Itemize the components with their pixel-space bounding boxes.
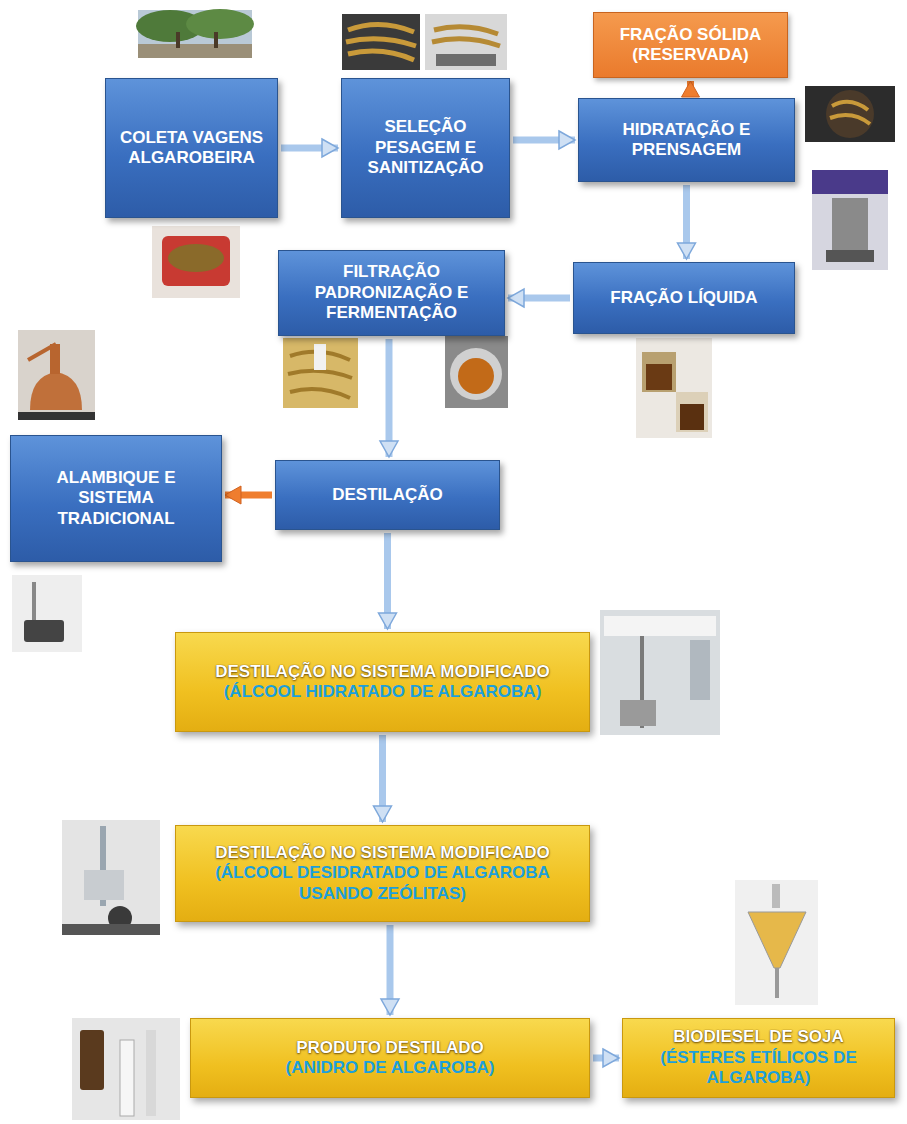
box-title: DESTILAÇÃO NO SISTEMA MODIFICADO — [215, 662, 550, 682]
box-title: COLETA VAGENS ALGAROBEIRA — [116, 128, 267, 169]
distillation-box: DESTILAÇÃO — [275, 460, 500, 530]
flow-arrow — [225, 492, 272, 499]
solid-fraction-box: FRAÇÃO SÓLIDA (RESERVADA) — [593, 12, 788, 78]
filtration-photo — [283, 336, 508, 408]
flow-arrow — [384, 533, 391, 629]
flow-arrow — [281, 145, 338, 152]
box-title: FILTRAÇÃO PADRONIZAÇÃO E FERMENTAÇÃO — [289, 262, 494, 323]
dehydrated-alcohol-box: DESTILAÇÃO NO SISTEMA MODIFICADO(ÁLCOOL … — [175, 825, 590, 922]
box-subtitle: (ÁLCOOL DESIDRATADO DE ALGAROBA USANDO Z… — [186, 863, 579, 904]
box-title: ALAMBIQUE E SISTEMA TRADICIONAL — [21, 468, 211, 529]
box-title: BIODIESEL DE SOJA — [673, 1027, 844, 1047]
pods-photo — [342, 14, 507, 70]
flow-arrow — [687, 81, 694, 95]
flow-arrow — [508, 295, 570, 302]
box-title: FRAÇÃO LÍQUIDA — [610, 288, 757, 308]
liquid-photo — [636, 338, 712, 438]
box-subtitle: (ÉSTERES ETÍLICOS DE ALGAROBA) — [633, 1048, 884, 1089]
collection-photo — [152, 226, 240, 298]
box-title: PRODUTO DESTILADO — [296, 1038, 484, 1058]
filtration-box: FILTRAÇÃO PADRONIZAÇÃO E FERMENTAÇÃO — [278, 250, 505, 336]
box-title: HIDRATAÇÃO E PRENSAGEM — [589, 120, 784, 161]
biodiesel-box: BIODIESEL DE SOJA(ÉSTERES ETÍLICOS DE AL… — [622, 1018, 895, 1098]
flow-arrow — [593, 1055, 619, 1062]
modified-system-photo — [600, 610, 720, 735]
hydration-box: HIDRATAÇÃO E PRENSAGEM — [578, 98, 795, 182]
box-title: SELEÇÃO PESAGEM E SANITIZAÇÃO — [352, 117, 499, 178]
selection-box: SELEÇÃO PESAGEM E SANITIZAÇÃO — [341, 78, 510, 218]
box-subtitle: (ANIDRO DE ALGAROBA) — [285, 1058, 494, 1078]
flow-arrow — [683, 185, 690, 259]
box-title: DESTILAÇÃO — [332, 485, 443, 505]
flow-arrow — [387, 925, 394, 1015]
hydrated-alcohol-box: DESTILAÇÃO NO SISTEMA MODIFICADO(ÁLCOOL … — [175, 632, 590, 732]
tree-photo — [136, 9, 254, 58]
box-title: DESTILAÇÃO NO SISTEMA MODIFICADO — [215, 843, 550, 863]
box-subtitle: (ÁLCOOL HIDRATADO DE ALGAROBA) — [224, 682, 542, 702]
hydration-photo — [805, 86, 895, 270]
collection-box: COLETA VAGENS ALGAROBEIRA — [105, 78, 278, 218]
flow-arrow — [513, 137, 575, 144]
box-title: FRAÇÃO SÓLIDA (RESERVADA) — [604, 25, 777, 66]
dehydration-photo — [62, 820, 160, 935]
alembic-box: ALAMBIQUE E SISTEMA TRADICIONAL — [10, 435, 222, 562]
anhydrous-product-box: PRODUTO DESTILADO(ANIDRO DE ALGAROBA) — [190, 1018, 590, 1098]
flow-arrow — [379, 735, 386, 822]
product-photo — [72, 1018, 180, 1120]
liquid-fraction-box: FRAÇÃO LÍQUIDA — [573, 262, 795, 334]
separatory-funnel-photo — [735, 880, 818, 1005]
flow-arrow — [386, 339, 393, 457]
